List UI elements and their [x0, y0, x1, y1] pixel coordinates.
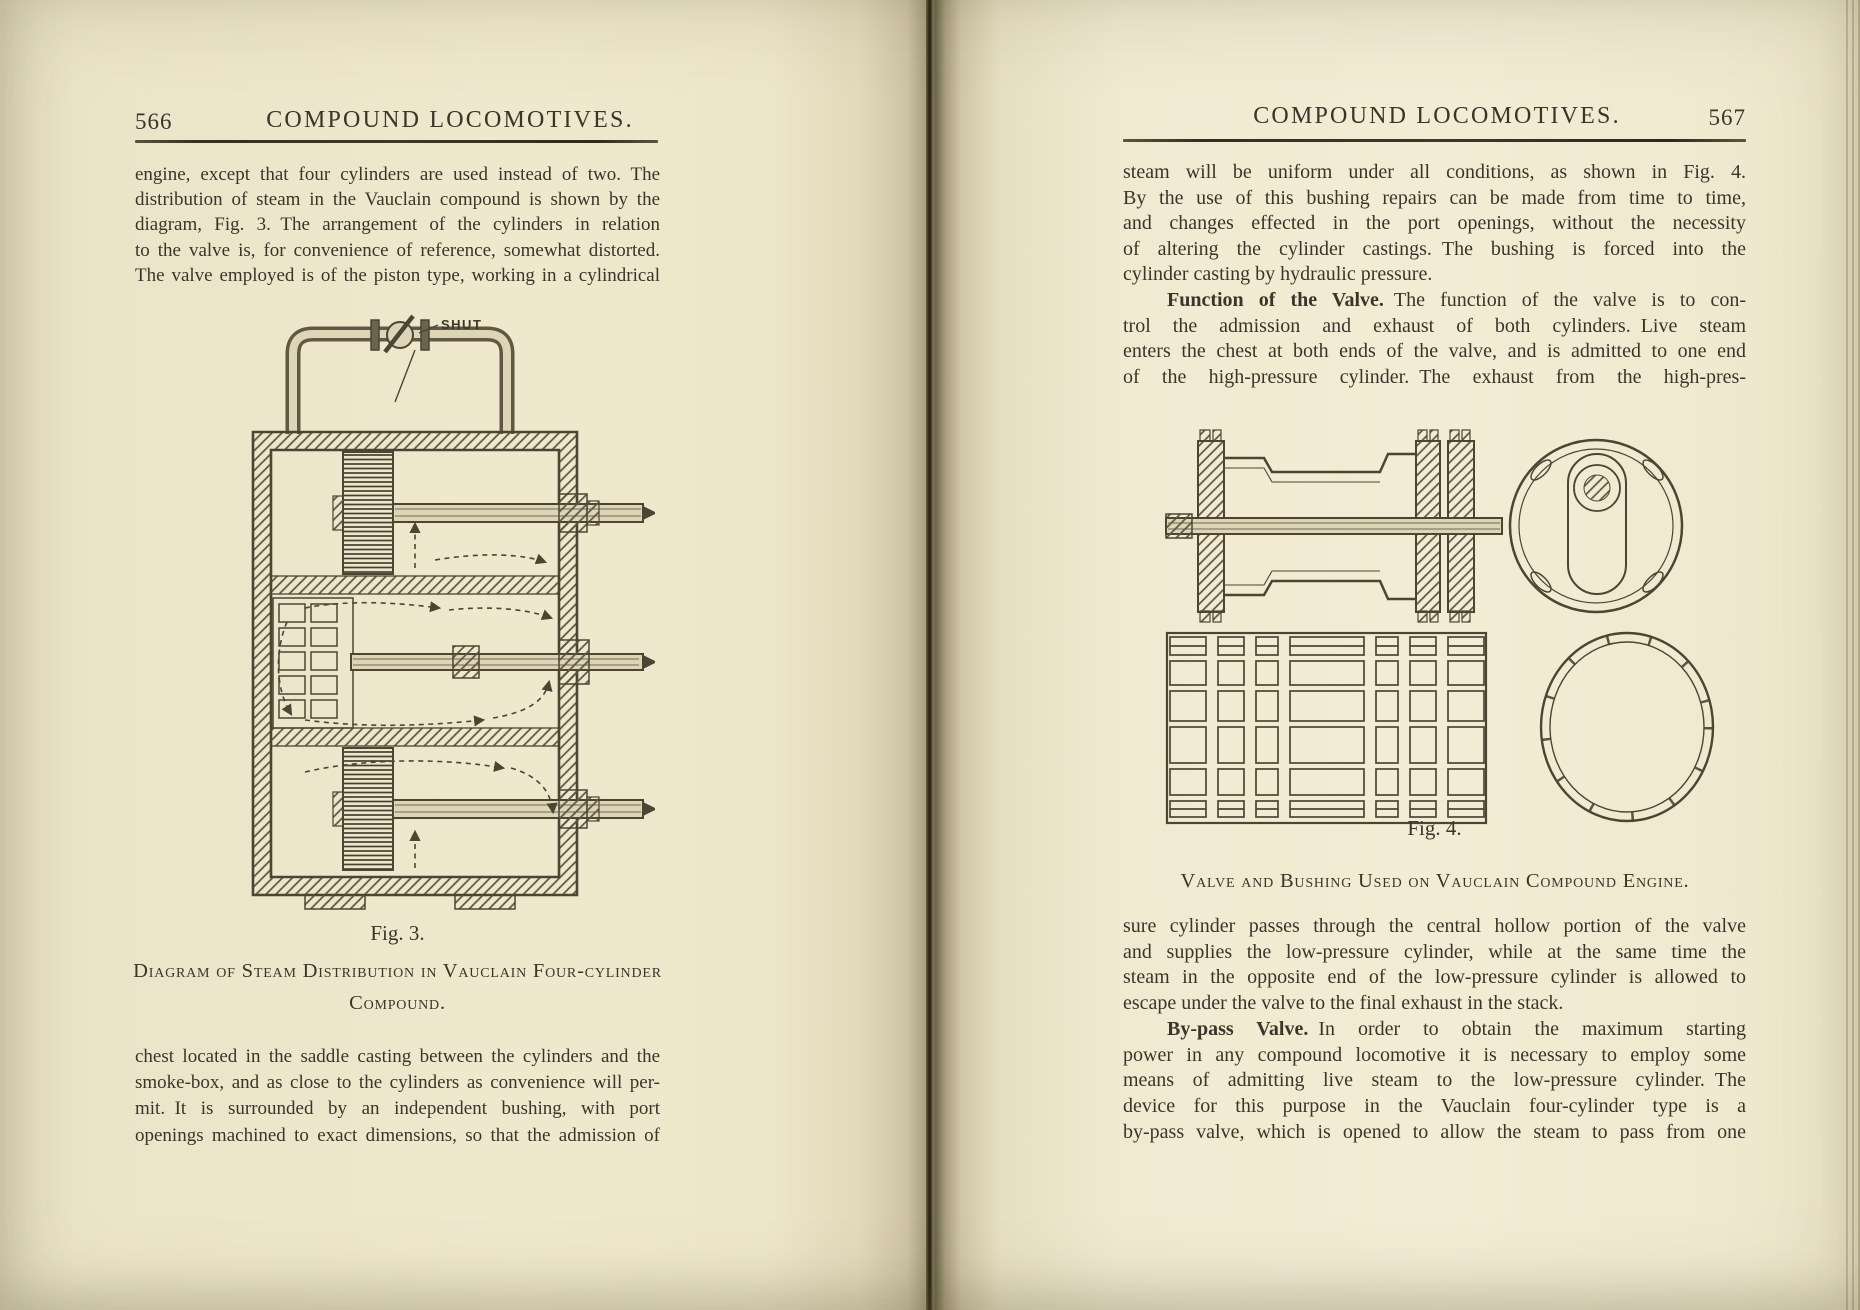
text-line: sure cylinder passes through the central…: [1123, 915, 1746, 937]
right-paragraph-2: Function of the Valve. The function of t…: [1123, 288, 1746, 390]
left-page-number: 566: [135, 109, 173, 134]
text-line: means of admitting live steam to the low…: [1123, 1069, 1746, 1092]
text-line: smoke-box, and as close to the cylinders…: [135, 1072, 660, 1094]
text-line: and changes effected in the port opening…: [1123, 212, 1746, 235]
steam-flow-arrows: [277, 521, 558, 868]
text-line: by-pass valve, which is opened to allow …: [1123, 1120, 1746, 1143]
text-line: engine, except that four cylinders are u…: [135, 164, 660, 185]
page-edge-stack: [1846, 0, 1860, 1310]
valve-end-view: [1508, 438, 1684, 614]
fig3-caption-line1: Diagram of Steam Distribution in Vauclai…: [133, 960, 662, 982]
fig3-shut-label: SHUT: [441, 317, 482, 332]
bushing-developed-view: [1165, 631, 1488, 825]
bushing-end-ring: [1539, 631, 1715, 823]
text-line: device for this purpose in the Vauclain …: [1123, 1095, 1746, 1118]
fig4-valve-section: [1160, 424, 1720, 629]
right-running-head: COMPOUND LOCOMOTIVES.: [1253, 103, 1621, 129]
right-page-number: 567: [1708, 105, 1746, 130]
fig3-steam-distribution-diagram: SHUT: [245, 310, 655, 915]
text-line: steam in the opposite end of the low-pre…: [1123, 966, 1746, 989]
right-paragraph-4: By-pass Valve. In order to obtain the ma…: [1123, 1017, 1746, 1145]
left-paragraph-2: chest located in the saddle casting betw…: [135, 1044, 660, 1149]
text-line: of the high-pressure cylinder. The exhau…: [1123, 365, 1746, 388]
fig4-bottom-svg: [1165, 631, 1715, 825]
piston-valve-ports: [272, 597, 354, 729]
fig4-caption: Valve and Bushing Used on Vauclain Compo…: [1180, 870, 1690, 892]
text-line: By-pass Valve. In order to obtain the ma…: [1167, 1018, 1746, 1040]
text-line: enters the chest at both ends of the val…: [1123, 340, 1746, 363]
fig4-top-svg: [1165, 429, 1684, 623]
text-line: power in any compound locomotive it is n…: [1123, 1043, 1746, 1066]
right-header-rule: [1123, 139, 1746, 142]
text-line: cylinder casting by hydraulic pressure.: [1123, 263, 1433, 286]
fig4-bushing-views: [1160, 628, 1720, 828]
left-paragraph-1: engine, except that four cylinders are u…: [135, 162, 660, 288]
piston-rod-top: [392, 493, 655, 533]
valve-rod: [350, 639, 655, 685]
left-header-rule: [135, 140, 658, 143]
right-paragraph-1: steam will be uniform under all conditio…: [1123, 160, 1746, 288]
shutoff-valve: [370, 314, 430, 403]
text-line: to the valve is, for convenience of refe…: [135, 239, 660, 261]
text-line: chest located in the saddle casting betw…: [135, 1046, 660, 1067]
fig3-caption-line2: Compound.: [349, 992, 446, 1014]
fig4-number: Fig. 4.: [1407, 816, 1462, 840]
text-line: trol the admission and exhaust of both c…: [1123, 314, 1746, 337]
text-line: mit. It is surrounded by an independent …: [135, 1098, 660, 1120]
text-line: distribution of steam in the Vauclain co…: [135, 189, 660, 211]
right-paragraph-3: sure cylinder passes through the central…: [1123, 914, 1746, 1017]
high-pressure-piston: [332, 451, 394, 575]
piston-rod-bottom: [392, 789, 655, 829]
book-gutter: [926, 0, 933, 1310]
text-line: The valve employed is of the piston type…: [135, 264, 660, 286]
fig3-svg: SHUT: [251, 314, 655, 910]
text-line: and supplies the low-pressure cylinder, …: [1123, 940, 1746, 963]
text-line: steam will be uniform under all conditio…: [1123, 161, 1746, 183]
fig3-number: Fig. 3.: [370, 921, 425, 945]
paragraph-lead: Function of the Valve.: [1167, 289, 1384, 311]
fig4-port-grid: [1169, 636, 1485, 818]
left-running-head: COMPOUND LOCOMOTIVES.: [266, 107, 634, 133]
text-line: Function of the Valve. The function of t…: [1167, 289, 1746, 311]
text-line: openings machined to exact dimensions, s…: [135, 1124, 660, 1146]
paragraph-lead: By-pass Valve.: [1167, 1018, 1309, 1040]
text-line: of altering the cylinder castings. The b…: [1123, 237, 1746, 260]
text-line: By the use of this bushing repairs can b…: [1123, 186, 1746, 209]
text-line: diagram, Fig. 3. The arrangement of the …: [135, 214, 660, 236]
valve-cross-section: [1165, 429, 1503, 623]
low-pressure-piston: [332, 747, 394, 871]
text-line: escape under the valve to the final exha…: [1123, 992, 1564, 1015]
